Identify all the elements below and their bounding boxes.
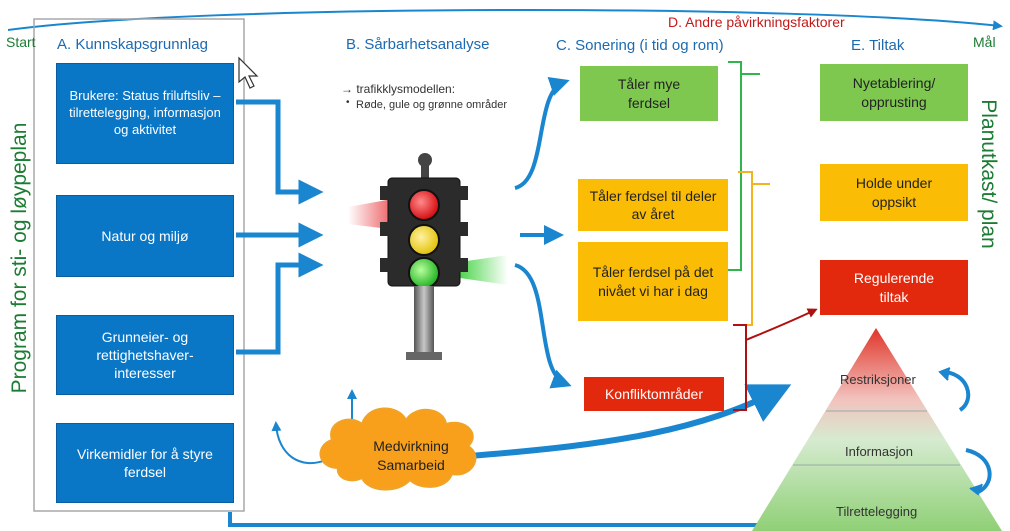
pyramid-facilitation: Tilrettelegging: [836, 504, 918, 519]
right-vertical-label: Planutkast/ plan: [977, 99, 1000, 249]
pyramid-information: Informasjon: [845, 444, 913, 459]
zone-conflict: Konfliktområder: [584, 377, 724, 411]
zone-current-level: Tåler ferdsel på det nivået vi har i dag: [578, 242, 728, 321]
traffic-model-bullet: Røde, gule og grønne områder: [356, 99, 508, 111]
left-vertical-label: Program for sti- og løypeplan: [8, 122, 31, 394]
traffic-model-label: → trafikklysmodellen:: [341, 82, 456, 96]
bullet-dot: •: [346, 97, 350, 108]
pyramid-restrictions: Restriksjoner: [840, 372, 916, 387]
box-nature: Natur og miljø: [56, 195, 234, 277]
zone-seasonal: Tåler ferdsel til deler av året: [578, 179, 728, 231]
measure-monitor: Holde under oppsikt: [820, 164, 968, 221]
cloud-label: Medvirkning Samarbeid: [356, 437, 466, 475]
box-landowner: Grunneier- og rettighetshaver-interesser: [56, 315, 234, 395]
cloud-line-2: Samarbeid: [377, 456, 445, 473]
measure-establish: Nyetablering/ opprusting: [820, 64, 968, 121]
cloud-line-1: Medvirkning: [373, 438, 449, 454]
start-label: Start: [6, 34, 36, 50]
factor-label: D. Andre påvirkningsfaktorer: [668, 14, 845, 30]
col-c-title: C. Sonering (i tid og rom): [556, 37, 724, 54]
col-e-title: E. Tiltak: [851, 37, 905, 54]
col-a-title: A. Kunnskapsgrunnlag: [57, 36, 208, 53]
box-measures: Virkemidler for å styre ferdsel: [56, 423, 234, 503]
col-b-title: B. Sårbarhetsanalyse: [346, 36, 490, 53]
box-users: Brukere: Status friluftsliv – tilrettele…: [56, 63, 234, 164]
measure-regulate: Regulerende tiltak: [820, 260, 968, 315]
zone-high-tolerance: Tåler mye ferdsel: [580, 66, 718, 121]
goal-label: Mål: [973, 34, 996, 50]
